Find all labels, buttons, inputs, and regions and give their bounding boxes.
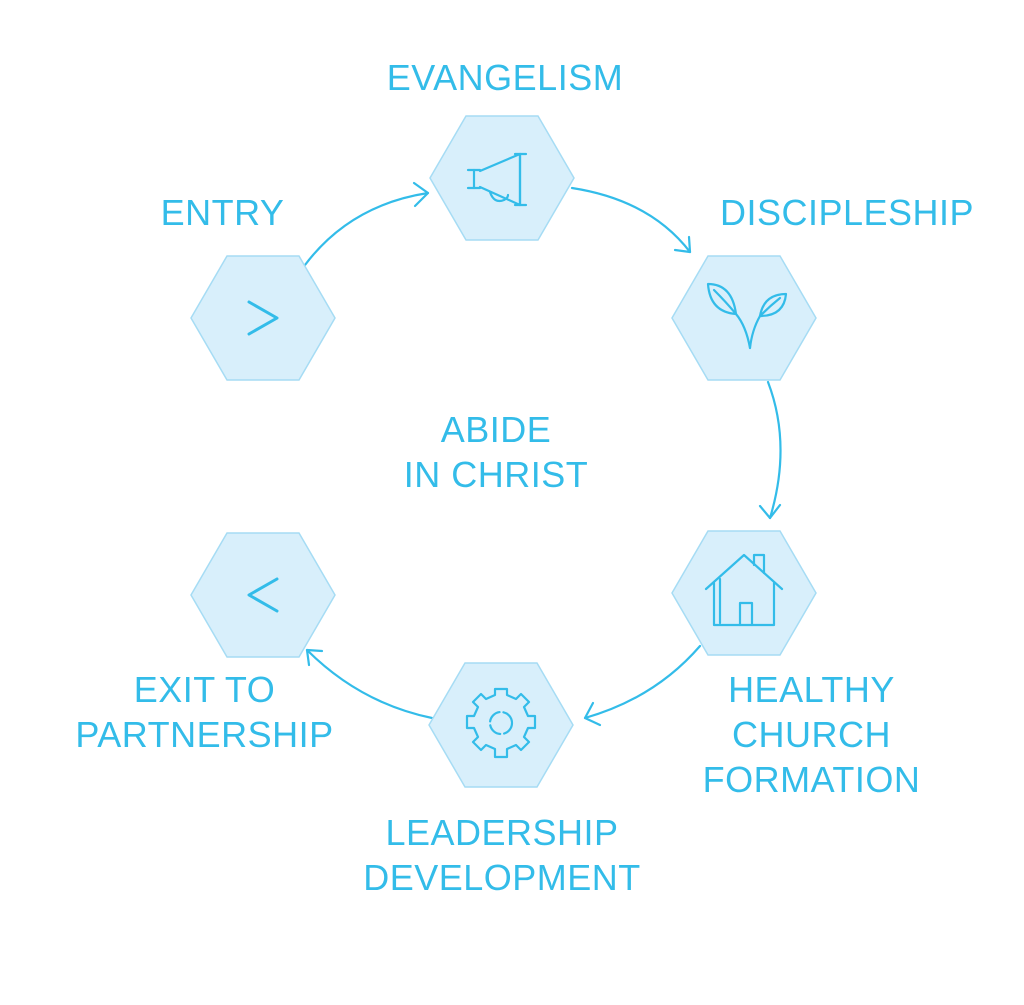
label-healthy-church: HEALTHY CHURCH FORMATION xyxy=(684,667,939,802)
center-line-1: ABIDE xyxy=(440,409,552,450)
label-entry: ENTRY xyxy=(160,192,285,233)
leadership-line-2: DEVELOPMENT xyxy=(363,857,641,898)
leadership-line-1: LEADERSHIP xyxy=(385,812,619,853)
chevron-left-icon xyxy=(247,577,279,613)
arrow-healthy-church-to-leadership xyxy=(583,644,702,727)
healthy-church-line-1: HEALTHY xyxy=(728,669,895,710)
healthy-church-line-2: CHURCH xyxy=(732,714,891,755)
label-discipleship: DISCIPLESHIP xyxy=(719,192,975,233)
arrow-evangelism-to-discipleship xyxy=(570,186,692,254)
hex-leadership xyxy=(428,662,574,788)
hex-discipleship xyxy=(671,255,817,381)
center-label: ABIDE IN CHRIST xyxy=(376,407,616,497)
healthy-church-line-3: FORMATION xyxy=(702,759,921,800)
arrow-entry-to-evangelism xyxy=(303,181,430,267)
house-icon xyxy=(704,553,784,627)
hex-entry xyxy=(190,255,336,381)
hex-healthy-church xyxy=(671,530,817,656)
exit-line-2: PARTNERSHIP xyxy=(75,714,334,755)
hex-evangelism xyxy=(429,115,575,241)
label-leadership: LEADERSHIP DEVELOPMENT xyxy=(352,810,652,900)
hex-exit xyxy=(190,532,336,658)
exit-line-1: EXIT TO xyxy=(133,669,276,710)
megaphone-icon xyxy=(466,152,528,207)
gear-icon xyxy=(465,687,537,759)
arrow-leadership-to-exit xyxy=(305,648,434,720)
sprout-icon xyxy=(706,282,788,350)
label-evangelism: EVANGELISM xyxy=(386,57,624,98)
arrow-discipleship-to-healthy-church xyxy=(758,380,782,520)
label-exit: EXIT TO PARTNERSHIP xyxy=(62,667,347,757)
chevron-right-icon xyxy=(247,300,279,336)
center-line-2: IN CHRIST xyxy=(403,454,589,495)
